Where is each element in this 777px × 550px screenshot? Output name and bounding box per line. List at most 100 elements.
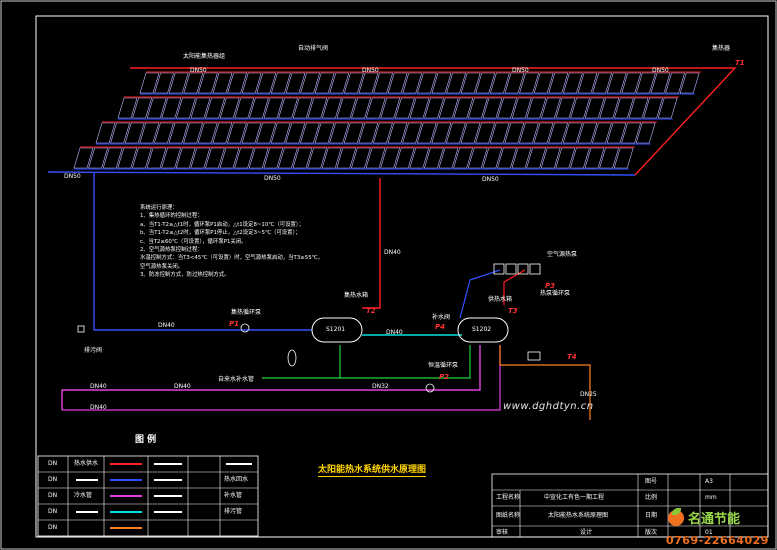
- collector-panel: [212, 72, 233, 94]
- unit-value: mm: [705, 494, 717, 501]
- note-line: 2、空气源热泵控制过程：: [140, 247, 203, 254]
- hot-supply-line: [362, 178, 381, 309]
- collector-panel: [300, 72, 321, 94]
- collector-panel: [336, 147, 357, 169]
- collector-panel: [219, 147, 240, 169]
- exhaust-valve-label: 自动排气阀: [298, 45, 329, 52]
- collector-panel: [467, 147, 488, 169]
- collector-panel: [475, 122, 496, 144]
- collector-panel: [394, 97, 415, 119]
- collector-panel: [350, 147, 371, 169]
- collector-panel: [205, 97, 226, 119]
- heat-pump-units: [493, 263, 541, 275]
- collector-panel: [511, 97, 532, 119]
- collector-panel: [416, 122, 437, 144]
- collector-panel: [139, 122, 160, 144]
- collector-panel: [219, 97, 240, 119]
- collector-panel: [562, 72, 583, 94]
- collector-panel: [650, 72, 671, 94]
- tank-s1201: [311, 317, 363, 343]
- first-pump-label: 集热循环泵: [231, 309, 262, 316]
- collector-panel: [599, 97, 620, 119]
- pipe-size-label: DN50: [190, 67, 207, 74]
- solar-collector-array: [73, 71, 701, 170]
- collector-panel: [314, 122, 335, 144]
- design-label: 设计: [580, 529, 593, 536]
- tag-p2: P2: [439, 373, 450, 381]
- note-line: 3、防冻控制方式，防过热控制方式。: [140, 272, 230, 279]
- collector-panel: [569, 147, 590, 169]
- expansion-tank: [287, 349, 297, 367]
- collector-panel: [635, 72, 656, 94]
- collector-panel: [358, 122, 379, 144]
- legend-code: DN: [48, 492, 58, 499]
- drawing-label: 图纸名称: [496, 512, 521, 519]
- drawing-value: 太阳能热水系统原理图: [548, 512, 609, 519]
- collector-panel: [227, 72, 248, 94]
- collector-panel: [307, 97, 328, 119]
- tag-t1: T1: [735, 59, 745, 67]
- cold-return-line: [93, 172, 312, 331]
- collector-panel: [665, 72, 686, 94]
- collector-panel: [489, 72, 510, 94]
- collector-panel: [161, 147, 182, 169]
- collector-panel: [314, 72, 335, 94]
- collector-panel: [438, 147, 459, 169]
- pipe-size-label: DN40: [174, 383, 191, 390]
- constant-temp-line: [499, 345, 591, 420]
- pipe-size-label: DN32: [372, 383, 389, 390]
- collector-panel: [292, 97, 313, 119]
- note-line: 1、集热循环的控制过程：: [140, 213, 203, 220]
- supply-tank-label: 供热水箱: [488, 296, 513, 303]
- inner-frame: [35, 15, 769, 538]
- pipe-size-label: DN50: [264, 175, 281, 182]
- project-label: 工程名称: [496, 494, 521, 501]
- collector-panel: [190, 97, 211, 119]
- collector-panel: [146, 147, 167, 169]
- collector-panel: [241, 122, 262, 144]
- note-line: 系统运行原理：: [140, 205, 178, 211]
- collector-panel: [343, 72, 364, 94]
- collector-panel: [124, 122, 145, 144]
- collector-panel: [102, 147, 123, 169]
- collector-panel: [591, 122, 612, 144]
- collector-panel: [270, 72, 291, 94]
- check-label: 审核: [496, 529, 509, 536]
- heatpump-label: 空气源热泵: [547, 251, 578, 258]
- note-line: a、当T1-T2≥△t1时，循环泵P1启动，△t1设定8~10℃（可设置）；: [140, 221, 304, 228]
- collector-panel: [526, 97, 547, 119]
- company-logo: 名通节能 0769-22664029: [666, 506, 772, 548]
- collector-panel: [555, 97, 576, 119]
- collector-panel: [482, 147, 503, 169]
- collector-panel: [183, 72, 204, 94]
- collector-panel: [321, 147, 342, 169]
- collector-panel: [475, 72, 496, 94]
- collector-panel: [387, 72, 408, 94]
- legend-title: 图 例: [135, 435, 157, 445]
- collector-panel: [365, 97, 386, 119]
- collector-panel: [343, 122, 364, 144]
- collector-panel: [234, 147, 255, 169]
- collector-panel: [606, 72, 627, 94]
- pipe-size-label: DN50: [482, 176, 499, 183]
- collector-panel: [212, 122, 233, 144]
- logo-text: 名通节能: [688, 512, 741, 527]
- collector-panel: [117, 97, 138, 119]
- collector-panel: [613, 147, 634, 169]
- hot-header-top: [130, 67, 737, 176]
- collector-panel: [548, 72, 569, 94]
- collector-panel: [679, 72, 700, 94]
- sheet-value: 01: [705, 529, 713, 536]
- collector-panel: [168, 122, 189, 144]
- cold-water-feed-2: [340, 345, 471, 379]
- title-block: [491, 473, 769, 538]
- collector-panel: [416, 72, 437, 94]
- collector-panel: [482, 97, 503, 119]
- collector-panel: [278, 97, 299, 119]
- collector-panel: [438, 97, 459, 119]
- collector-panel: [453, 97, 474, 119]
- legend-code: DN: [48, 508, 58, 515]
- cold-water-feed: [262, 345, 341, 379]
